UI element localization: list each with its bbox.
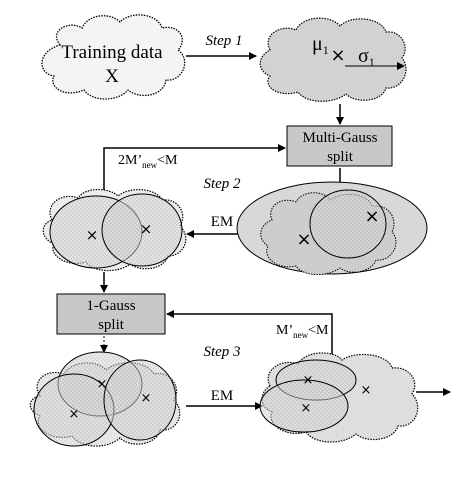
mean-cross: × bbox=[330, 45, 345, 66]
loop-arrow-3 bbox=[166, 310, 333, 360]
gaussian-ellipse-b3-c bbox=[103, 359, 177, 441]
mean-cross-b3-c: × bbox=[141, 391, 152, 406]
sigma-symbol: σ bbox=[358, 45, 369, 67]
em-label-3: EM bbox=[211, 388, 234, 404]
multi-gauss-split-box: Multi-Gauss split bbox=[286, 125, 393, 167]
single-gauss-cloud: μ1 × σ1 bbox=[259, 17, 407, 102]
step1-label: Step 1 bbox=[205, 33, 242, 49]
one-gauss-split-label: split bbox=[98, 317, 125, 333]
mean-cross-b3-a: × bbox=[97, 377, 108, 392]
mu-subscript: 1 bbox=[323, 43, 329, 57]
condition-2m-label: 2M’new<M bbox=[118, 153, 178, 170]
condition-m-label: M’new<M bbox=[276, 323, 329, 340]
condition-subscript: new bbox=[142, 160, 157, 170]
mu-symbol: μ bbox=[312, 33, 323, 55]
two-gauss-em-cloud: × × bbox=[42, 188, 187, 272]
mean-cross-final-b: × bbox=[301, 401, 312, 416]
training-data-x-label: X bbox=[105, 66, 119, 87]
mean-cross-left: × bbox=[86, 226, 99, 244]
mean-cross-final-c: × bbox=[361, 383, 372, 398]
loop-arrow-2 bbox=[103, 144, 286, 192]
training-data-label: Training data bbox=[61, 42, 163, 63]
condition-suffix: <M bbox=[157, 153, 178, 168]
em-label-2: EM bbox=[211, 214, 234, 230]
one-gauss-split-box: 1-Gauss split bbox=[56, 293, 166, 335]
step2-label: Step 2 bbox=[203, 176, 241, 192]
condition-subscript-3: new bbox=[293, 330, 308, 340]
mu1-label: μ1 bbox=[312, 33, 329, 57]
mean-cross-final-a: × bbox=[303, 373, 314, 388]
gaussian-ellipse-final-b bbox=[259, 379, 349, 433]
gaussian-ellipse-split-a bbox=[309, 189, 387, 259]
condition-prefix-3: M’ bbox=[276, 323, 293, 338]
split-ellipse-cloud: × × bbox=[236, 181, 428, 275]
training-data-cloud: Training data X bbox=[41, 14, 186, 100]
condition-suffix-3: <M bbox=[308, 323, 329, 338]
mean-cross-split-a: × bbox=[296, 229, 311, 250]
sigma1-label: σ1 bbox=[358, 45, 375, 69]
mean-cross-split-b: × bbox=[364, 206, 379, 227]
condition-prefix: 2M’ bbox=[118, 153, 142, 168]
multi-gauss-split-label: split bbox=[327, 149, 354, 165]
mean-cross-b3-b: × bbox=[69, 407, 80, 422]
sigma-subscript: 1 bbox=[369, 55, 375, 69]
mean-cross-right: × bbox=[140, 220, 153, 238]
multi-gauss-label: Multi-Gauss bbox=[303, 130, 378, 146]
step3-label: Step 3 bbox=[203, 344, 240, 360]
final-cloud: × × × bbox=[259, 352, 419, 443]
one-gauss-label: 1-Gauss bbox=[86, 298, 135, 314]
gaussian-ellipse-right bbox=[101, 193, 183, 267]
one-gauss-split-cloud: × × × bbox=[29, 351, 181, 447]
